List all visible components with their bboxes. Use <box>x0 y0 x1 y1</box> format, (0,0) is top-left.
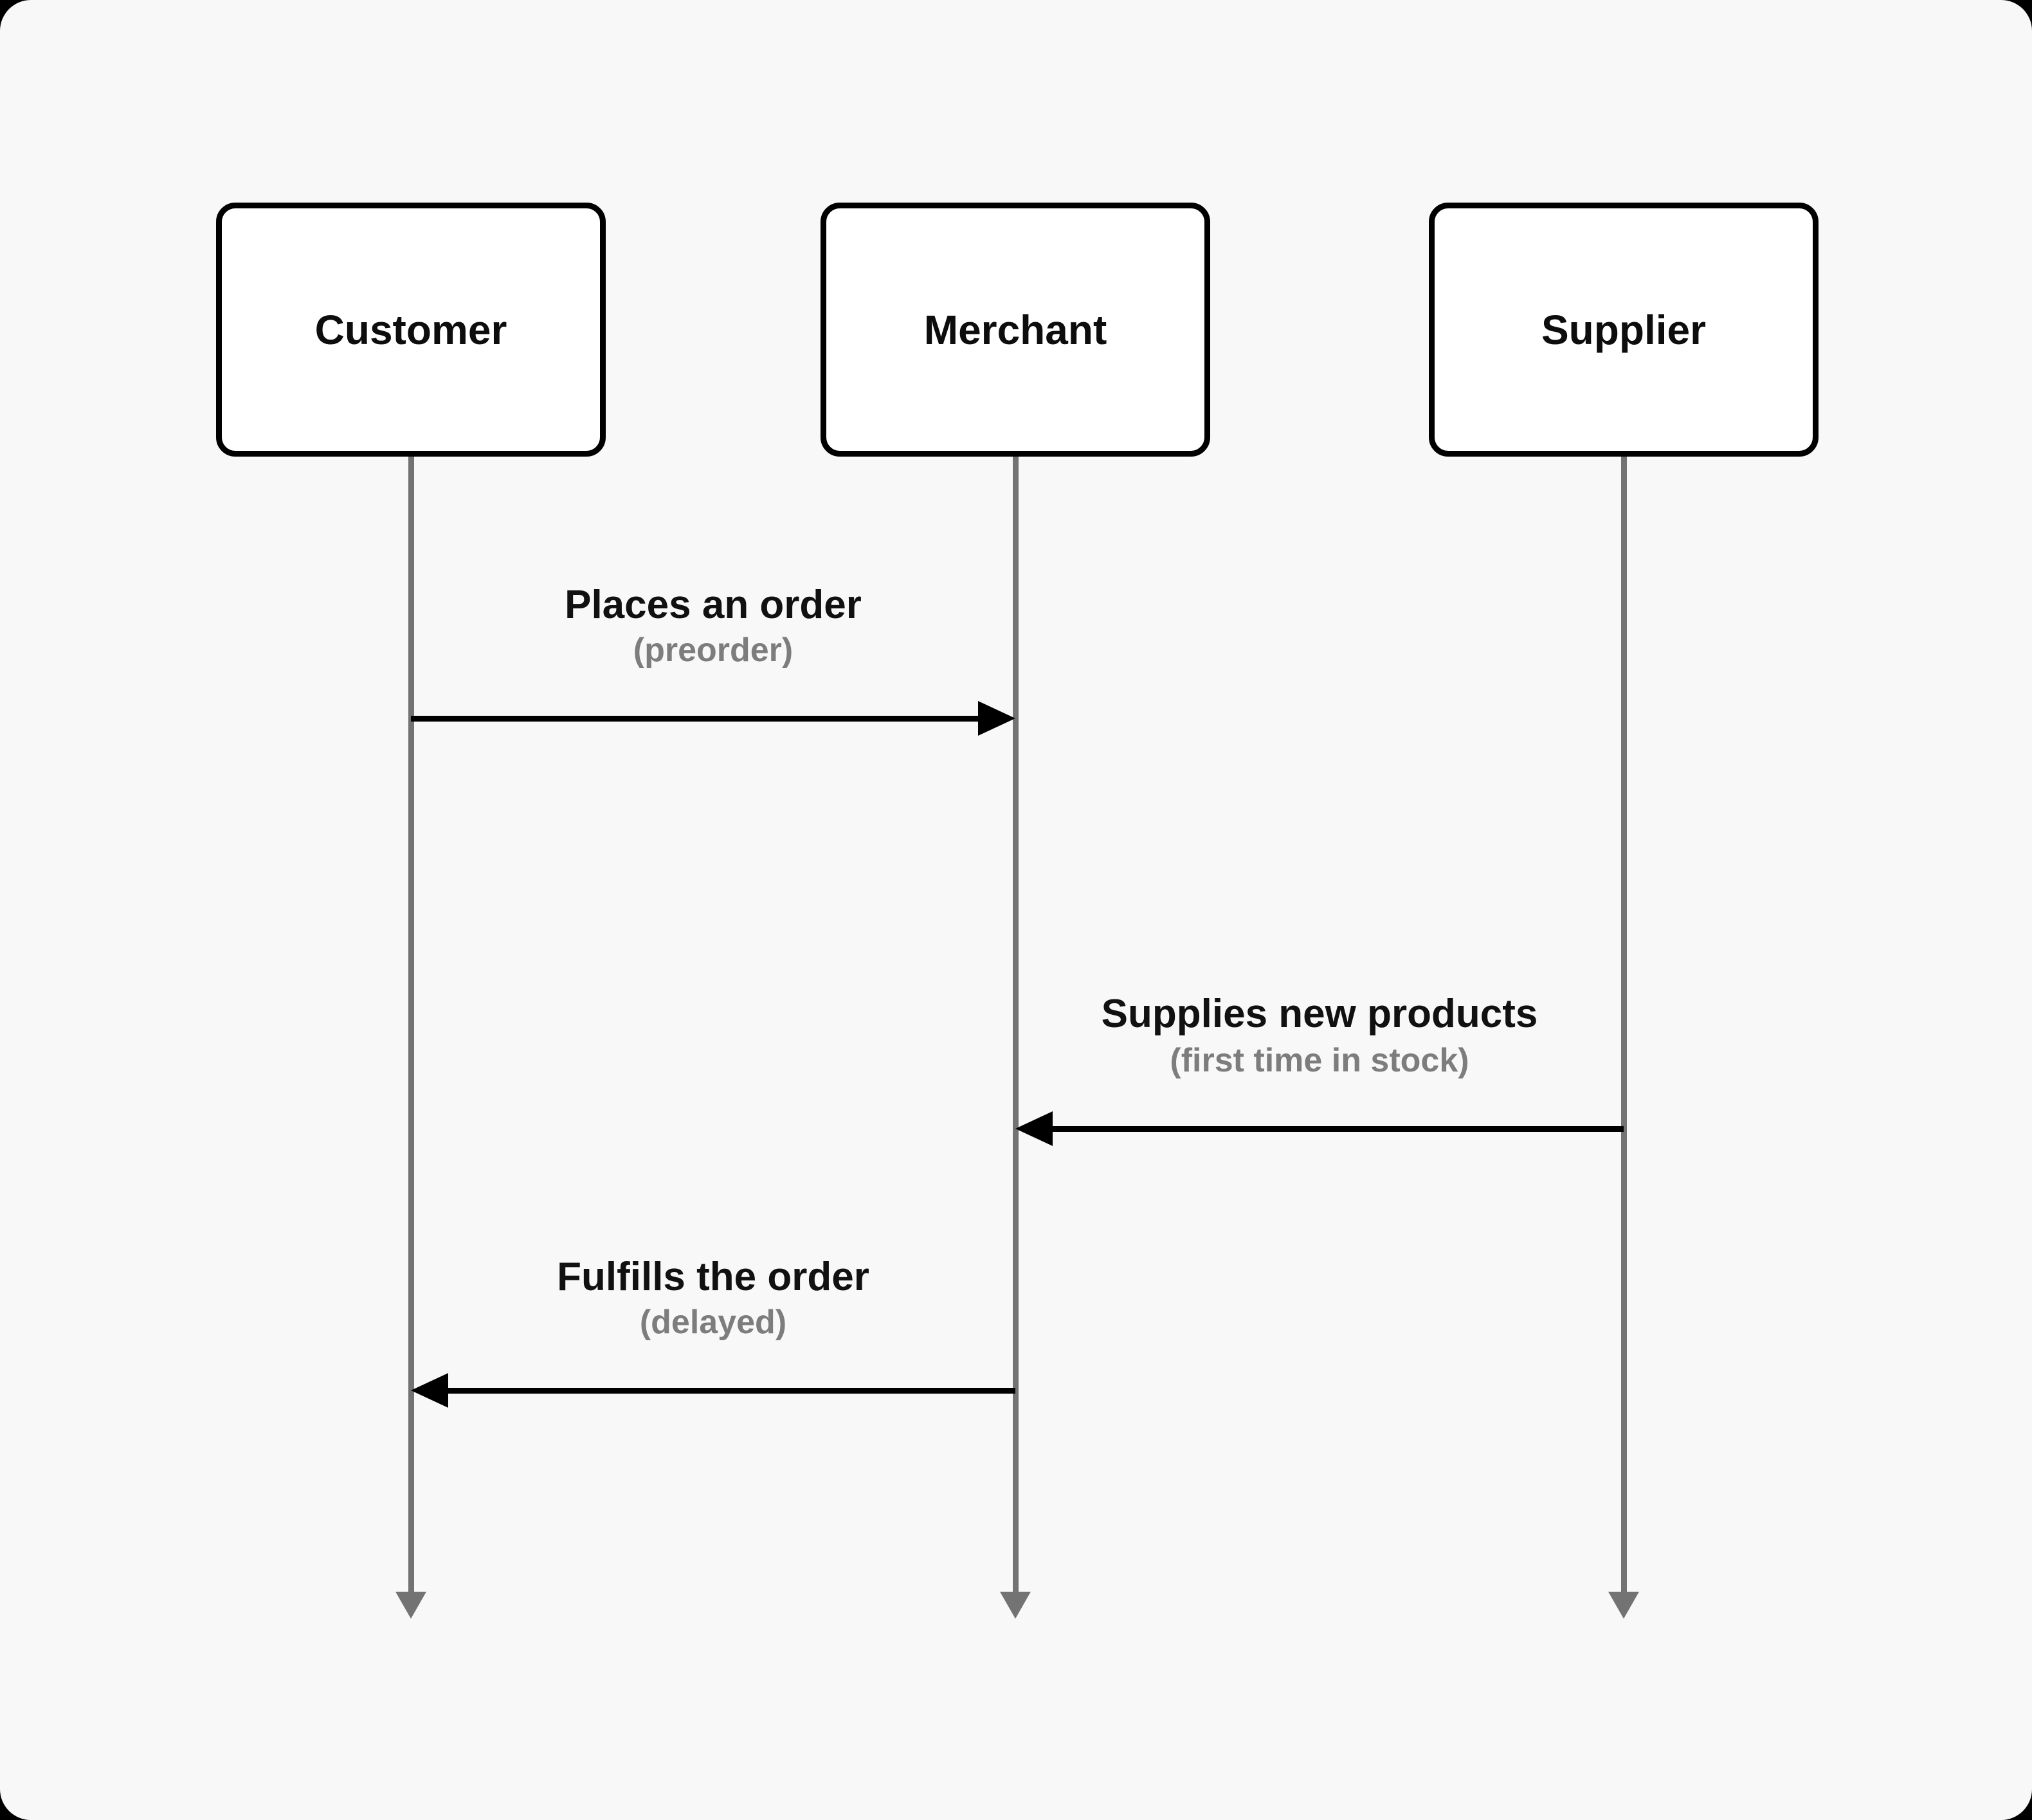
lifeline-customer <box>408 457 414 1592</box>
lifeline-arrowhead-down-icon <box>1000 1592 1031 1619</box>
actor-label-merchant: Merchant <box>923 306 1107 353</box>
message-3-arrowhead-left-icon <box>411 1373 448 1408</box>
message-3-note: (delayed) <box>639 1304 787 1341</box>
message-2-arrowhead-left-icon <box>1015 1111 1053 1146</box>
actor-label-customer: Customer <box>314 306 507 353</box>
message-1-label: Places an order <box>565 583 862 627</box>
lifeline-supplier <box>1621 457 1627 1592</box>
actor-box-merchant: Merchant <box>821 203 1210 457</box>
message-1-note: (preorder) <box>633 632 794 669</box>
message-3-arrow-line <box>448 1388 1015 1394</box>
lifeline-arrowhead-down-icon <box>395 1592 426 1619</box>
lifeline-arrowhead-down-icon <box>1608 1592 1639 1619</box>
message-2-arrow-line <box>1053 1126 1624 1132</box>
message-3-label: Fulfills the order <box>557 1255 869 1299</box>
actor-box-customer: Customer <box>216 203 606 457</box>
lifeline-merchant <box>1013 457 1019 1592</box>
message-1-arrowhead-right-icon <box>978 701 1015 736</box>
message-2-label: Supplies new products <box>1101 992 1538 1036</box>
actor-label-supplier: Supplier <box>1541 306 1707 353</box>
message-2-note: (first time in stock) <box>1170 1042 1469 1079</box>
actor-box-supplier: Supplier <box>1429 203 1819 457</box>
message-1-arrow-line <box>411 716 979 722</box>
